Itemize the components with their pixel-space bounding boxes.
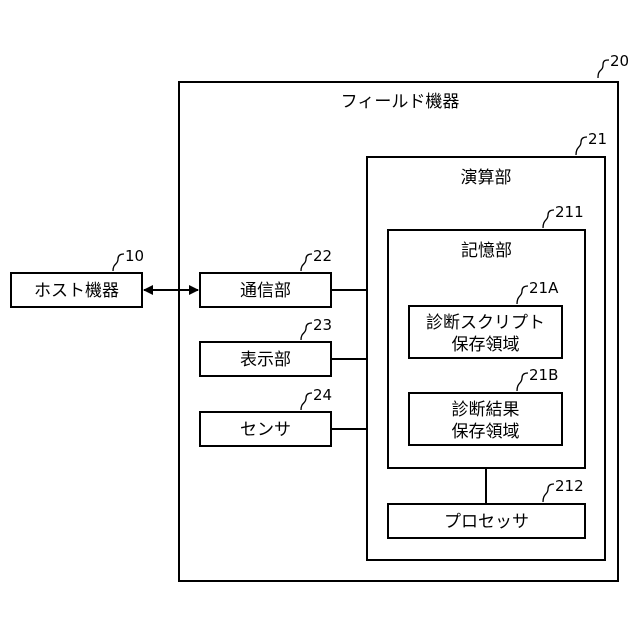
field-device-ref: 20 bbox=[610, 52, 629, 70]
compute-unit-ref: 21 bbox=[588, 130, 607, 148]
processor-label: プロセッサ bbox=[444, 512, 529, 532]
memory-unit-label: 記憶部 bbox=[461, 241, 512, 261]
result-storage-ref: 21B bbox=[529, 366, 558, 384]
comm-unit-label: 通信部 bbox=[240, 281, 291, 301]
sensor-label: センサ bbox=[240, 420, 291, 440]
compute-unit-label: 演算部 bbox=[461, 168, 512, 188]
result-storage-line2: 保存領域 bbox=[452, 422, 520, 442]
host-device-label: ホスト機器 bbox=[34, 281, 119, 301]
comm-unit-ref: 22 bbox=[313, 247, 332, 265]
script-storage-ref: 21A bbox=[529, 279, 559, 297]
display-unit-label: 表示部 bbox=[240, 350, 291, 370]
script-storage-line2: 保存領域 bbox=[452, 335, 520, 355]
field-device-label: フィールド機器 bbox=[341, 92, 460, 112]
processor-ref: 212 bbox=[555, 477, 584, 495]
sensor-ref: 24 bbox=[313, 386, 332, 404]
result-storage-line1: 診断結果 bbox=[452, 400, 520, 420]
host-device-block: ホスト機器 10 bbox=[11, 247, 144, 307]
host-device-ref: 10 bbox=[125, 247, 144, 265]
display-unit-ref: 23 bbox=[313, 316, 332, 334]
script-storage-line1: 診断スクリプト bbox=[426, 313, 545, 333]
memory-unit-ref: 211 bbox=[555, 203, 584, 221]
